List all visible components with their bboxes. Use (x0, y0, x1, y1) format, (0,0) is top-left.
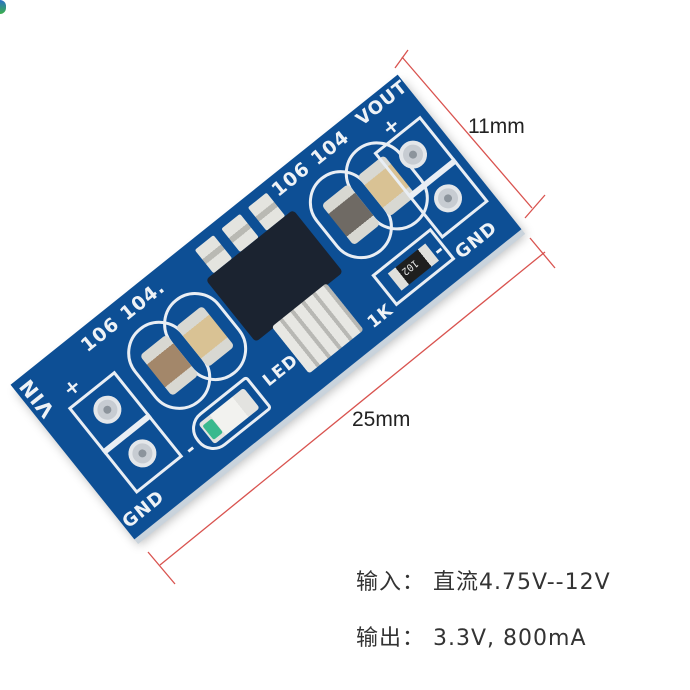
pcb-board: VIN + - GND 106 104. LED 106 104 102 1 (10, 74, 522, 540)
corner-logo-fragment (0, 0, 6, 14)
output-spec: 输出： 3.3V, 800mA (356, 626, 587, 651)
vin-gnd-label: GND (118, 486, 169, 533)
width-dimension-label: 11mm (468, 115, 525, 138)
length-dimension-label: 25mm (352, 408, 411, 431)
vin-label: VIN (13, 373, 60, 423)
resistor-value-label: 1K (363, 300, 398, 333)
input-spec: 输入： 直流4.75V--12V (356, 570, 611, 595)
